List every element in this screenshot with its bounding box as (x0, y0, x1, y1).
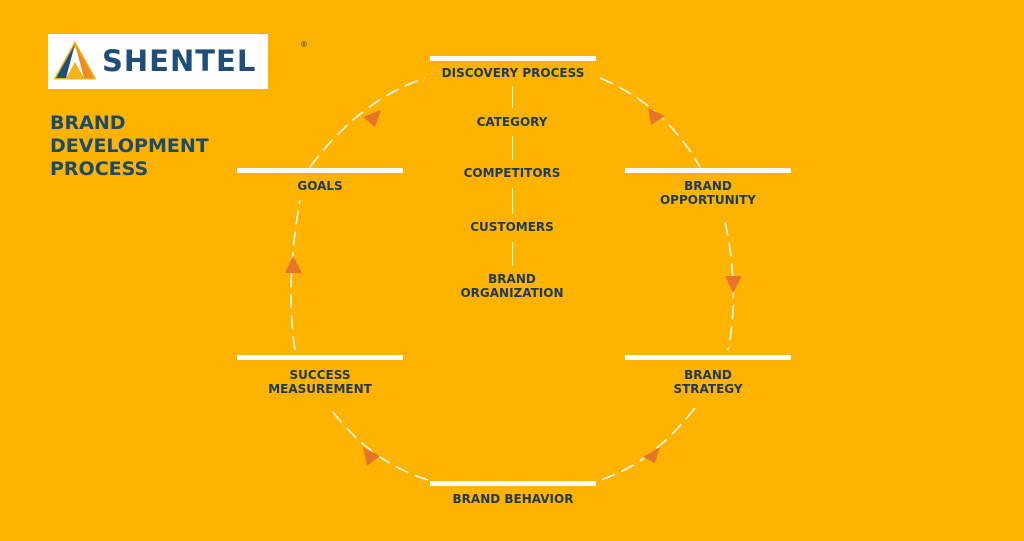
discovery-step-brand-organization-line-1: BRAND (488, 272, 536, 286)
stage-brand-behavior: BRAND BEHAVIOR (452, 492, 574, 506)
behavior-bar (430, 481, 596, 486)
shentel-logo: SHENTEL ® (48, 34, 308, 89)
discovery-step-brand-organization: BRAND ORGANIZATION (432, 272, 592, 300)
stage-discovery-process: DISCOVERY PROCESS (441, 66, 585, 80)
page-title-line-3: PROCESS (50, 158, 149, 180)
stage-success-measurement-line-2: MEASUREMENT (268, 382, 372, 396)
arc-goals-to-discovery (309, 77, 426, 168)
arc-discovery-to-opportunity (599, 77, 701, 168)
stage-brand-strategy-line-1: BRAND (684, 368, 732, 382)
discovery-step-competitors: COMPETITORS (463, 166, 561, 180)
stage-brand-opportunity-line-1: BRAND (684, 179, 732, 193)
arc-behavior-to-success (329, 407, 429, 481)
success-bar (237, 355, 403, 360)
stage-brand-opportunity-line-2: OPPORTUNITY (659, 193, 756, 207)
discovery-connector-2 (512, 136, 513, 160)
arrow-up-icon (285, 256, 302, 273)
arrow-down-left-icon (643, 447, 660, 463)
page-title-line-2: DEVELOPMENT (50, 135, 209, 157)
shentel-triangle-logo-icon (54, 40, 96, 80)
page-title: BRAND DEVELOPMENT PROCESS (50, 112, 250, 181)
arrow-up-right-icon (363, 110, 381, 127)
registered-mark: ® (300, 40, 308, 49)
stage-goals: GOALS (297, 179, 343, 193)
discovery-bar (430, 56, 596, 61)
discovery-connector-4 (512, 242, 513, 266)
strategy-bar (625, 355, 791, 360)
stage-brand-strategy-line-2: STRATEGY (673, 382, 743, 396)
discovery-connector-1 (512, 86, 513, 108)
discovery-step-customers: CUSTOMERS (470, 220, 554, 234)
stage-success-measurement: SUCCESS MEASUREMENT (237, 368, 403, 396)
discovery-step-category: CATEGORY (476, 115, 548, 129)
stage-success-measurement-line-1: SUCCESS (289, 368, 351, 382)
logo-wordmark: SHENTEL (102, 44, 257, 78)
arrow-down-icon (725, 276, 742, 293)
discovery-connector-3 (512, 188, 513, 214)
goals-bar (237, 168, 403, 173)
arrow-down-right-icon (648, 108, 665, 125)
stage-brand-strategy: BRAND STRATEGY (625, 368, 791, 396)
opportunity-bar (625, 168, 791, 173)
arrow-up-left-icon (363, 447, 380, 466)
discovery-step-brand-organization-line-2: ORGANIZATION (460, 286, 564, 300)
page-title-line-1: BRAND (50, 112, 126, 134)
stage-brand-opportunity: BRAND OPPORTUNITY (625, 179, 791, 207)
arc-success-to-goals (290, 199, 301, 351)
arc-strategy-to-behavior (599, 407, 696, 481)
